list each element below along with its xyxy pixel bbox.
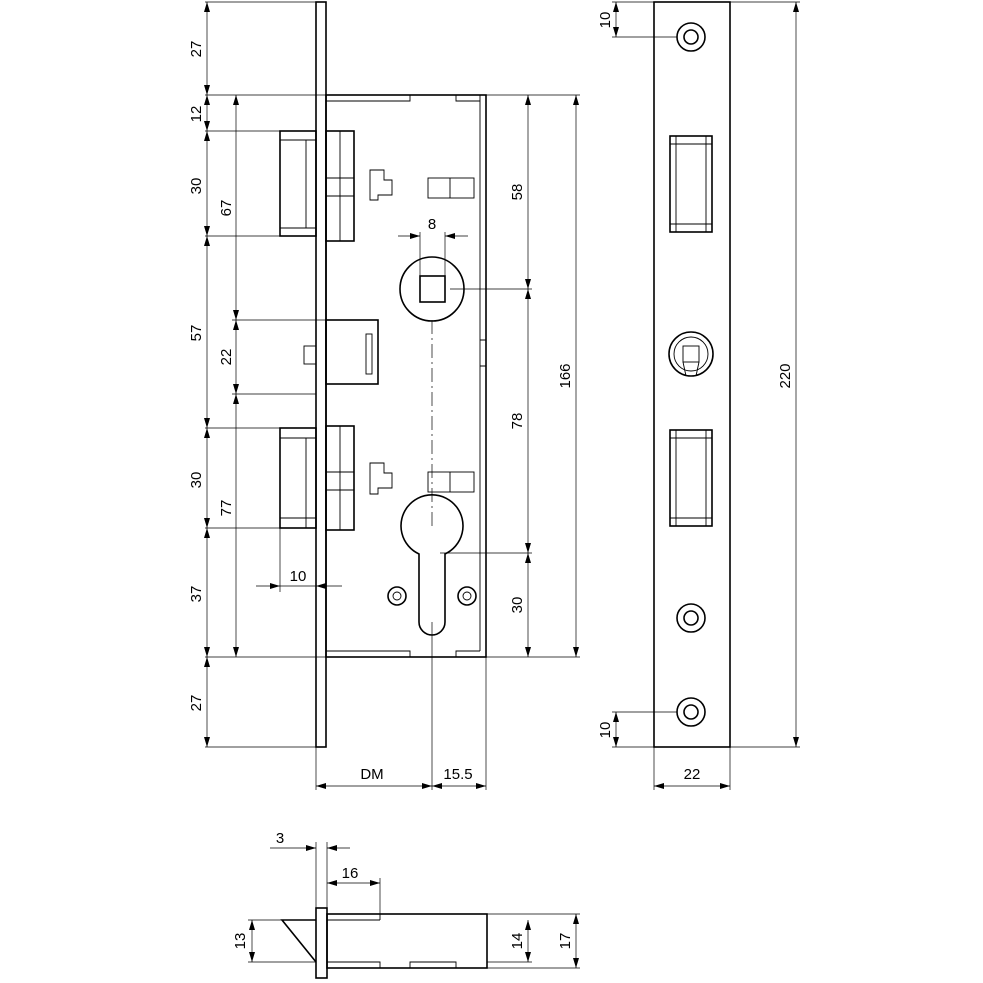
screw-hole-middle xyxy=(676,603,706,633)
screw-hole-top xyxy=(676,22,706,52)
dimension-labels: 27 12 30 57 30 37 27 67 22 77 10 8 58 78… xyxy=(188,12,794,950)
latch-opening xyxy=(669,135,713,233)
dim-30-cylinder: 30 xyxy=(509,597,526,614)
dim-22-deadbolt: 22 xyxy=(218,349,235,366)
cylinder-screw-left xyxy=(387,586,407,606)
dim-17: 17 xyxy=(557,933,574,950)
dim-3: 3 xyxy=(276,830,284,847)
dim-57: 57 xyxy=(188,325,205,342)
dim-22-plate: 22 xyxy=(684,766,701,783)
dim-58: 58 xyxy=(509,184,526,201)
faceplate-view xyxy=(653,1,731,748)
dim-27-top: 27 xyxy=(188,41,205,58)
screw-hole-bottom xyxy=(676,697,706,727)
bottom-case xyxy=(326,913,488,969)
dim-30-lower: 30 xyxy=(188,472,205,489)
dim-dm: DM xyxy=(360,766,383,783)
cylinder-screw-right xyxy=(457,586,477,606)
dim-10-latch: 10 xyxy=(290,568,307,585)
spindle-square xyxy=(419,275,446,303)
bottom-faceplate xyxy=(315,907,328,979)
lever-lower xyxy=(369,462,393,495)
dim-14: 14 xyxy=(509,933,526,950)
dim-220: 220 xyxy=(777,363,794,388)
dim-77: 77 xyxy=(218,500,235,517)
dimension-lines-right xyxy=(316,95,579,789)
dim-67: 67 xyxy=(218,200,235,217)
cylinder-cutout xyxy=(400,494,464,636)
dim-27-bottom: 27 xyxy=(188,695,205,712)
lower-latch xyxy=(279,425,355,531)
dim-15-5: 15.5 xyxy=(443,766,472,783)
deadbolt-opening xyxy=(668,331,714,377)
faceplate xyxy=(315,1,327,748)
dimension-lines-left xyxy=(204,2,468,747)
bottom-dimensions xyxy=(248,842,580,969)
dim-37: 37 xyxy=(188,586,205,603)
dim-10-top: 10 xyxy=(597,12,614,29)
extension-lines-front xyxy=(205,1,580,790)
dim-16: 16 xyxy=(342,865,359,882)
faceplate-dimensions xyxy=(612,1,800,790)
dim-10-bottom: 10 xyxy=(597,722,614,739)
dim-13: 13 xyxy=(232,933,249,950)
dim-12: 12 xyxy=(188,106,205,123)
lever-upper xyxy=(369,169,393,201)
latch-bolt xyxy=(279,130,355,242)
bolt-bevel xyxy=(280,919,317,963)
front-view xyxy=(279,1,487,748)
dim-8: 8 xyxy=(428,216,436,233)
bottom-view xyxy=(280,907,488,979)
dim-30-upper: 30 xyxy=(188,178,205,195)
lower-latch-opening xyxy=(669,429,713,527)
lock-case xyxy=(325,94,487,658)
faceplate-outline xyxy=(653,1,731,748)
dim-166: 166 xyxy=(557,363,574,388)
dim-78: 78 xyxy=(509,413,526,430)
slot-upper xyxy=(427,177,475,199)
slot-lower xyxy=(427,471,475,493)
dead-bolt xyxy=(303,319,379,385)
